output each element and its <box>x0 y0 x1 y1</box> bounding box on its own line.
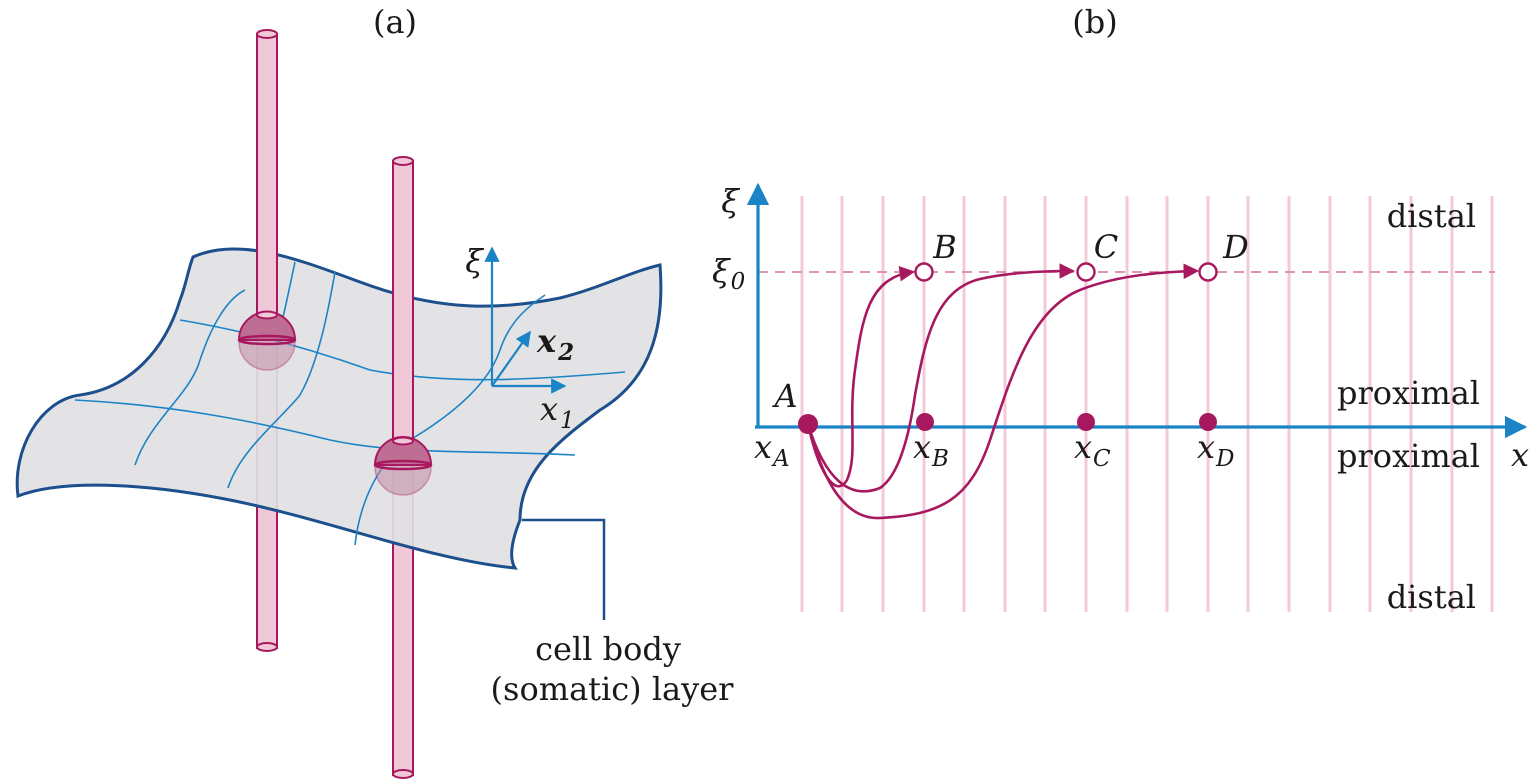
point-C-label: C <box>1094 228 1118 266</box>
xB-label: xB <box>913 428 949 472</box>
panel-b: (b) ξ ξ0 x <box>712 3 1529 616</box>
point-D-label: D <box>1222 228 1249 266</box>
path-A-to-C <box>806 263 1076 493</box>
column-lines <box>800 196 1494 612</box>
point-xC <box>1077 413 1095 431</box>
point-B <box>914 262 934 282</box>
xA-label: xA <box>754 428 790 472</box>
xi-axis-label: ξ <box>721 182 740 220</box>
callout-label-line1: cell body <box>535 630 681 668</box>
point-A-label: A <box>771 377 797 415</box>
point-B-label: B <box>932 228 957 266</box>
panel-a-label: (a) <box>373 3 417 41</box>
proximal-top-label: proximal <box>1337 374 1480 412</box>
xi0-label: ξ0 <box>712 252 745 295</box>
axis-xi-label: ξ <box>465 242 484 280</box>
xD-label: xD <box>1197 428 1235 472</box>
point-C <box>1076 262 1096 282</box>
path-A-to-B <box>806 265 916 488</box>
axis-x2-label: x2 <box>536 322 574 366</box>
distal-top-label: distal <box>1387 197 1476 235</box>
point-A <box>798 414 818 434</box>
cell-body-1 <box>237 310 297 371</box>
xC-label: xC <box>1074 428 1111 472</box>
trajectories <box>806 263 1200 520</box>
panel-a: (a) <box>15 3 735 779</box>
cell-body-2 <box>373 436 433 496</box>
local-axes <box>484 246 567 394</box>
callout-label-line2: (somatic) layer <box>491 670 735 708</box>
x-axis-label: x <box>1511 436 1529 474</box>
point-D <box>1198 262 1218 282</box>
point-xB <box>916 413 934 431</box>
distal-bottom-label: distal <box>1387 578 1476 616</box>
column-1-upper <box>256 29 278 317</box>
path-A-to-D <box>806 263 1200 520</box>
panel-b-label: (b) <box>1072 3 1117 41</box>
callout-line <box>522 518 606 620</box>
cell-body-sheet <box>15 247 663 570</box>
column-2-upper <box>392 156 414 442</box>
point-xD <box>1199 413 1217 431</box>
proximal-bottom-label: proximal <box>1337 437 1480 475</box>
axis-x1-label: x1 <box>540 390 575 434</box>
